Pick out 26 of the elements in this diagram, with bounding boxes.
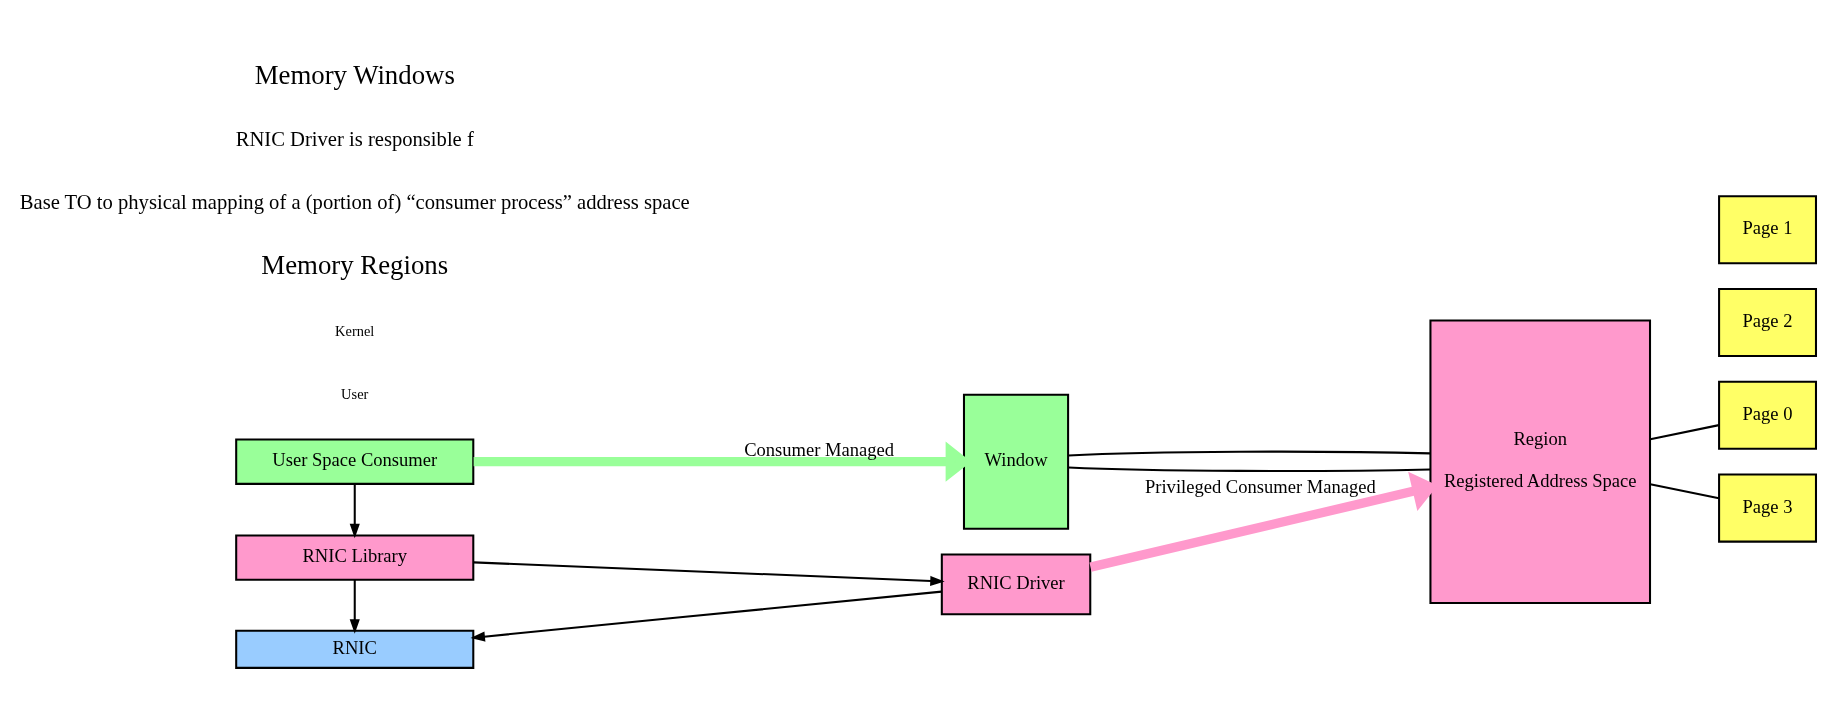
node-box: RNIC Library bbox=[235, 534, 475, 581]
connector bbox=[1068, 466, 1431, 472]
label: Memory Regions bbox=[261, 250, 449, 281]
connector bbox=[1650, 424, 1720, 441]
node-box: User Space Consumer bbox=[235, 438, 475, 485]
label: User bbox=[341, 385, 369, 402]
node-box: Page 0 bbox=[1718, 380, 1817, 450]
node-box: Page 2 bbox=[1718, 288, 1817, 358]
node-box: Page 1 bbox=[1718, 195, 1817, 265]
label: Base TO to physical mapping of a (portion of) “consumer process” address space bbox=[19, 191, 690, 214]
node-box: Page 3 bbox=[1718, 473, 1817, 543]
label: Memory Windows bbox=[254, 59, 455, 90]
arrow bbox=[473, 561, 945, 586]
edge-label: Privileged Consumer Managed bbox=[1144, 476, 1376, 498]
label: Kernel bbox=[335, 322, 375, 339]
arrow bbox=[349, 579, 360, 634]
label: RNIC Driver is responsible f bbox=[235, 128, 474, 151]
edge-label: Consumer Managed bbox=[744, 438, 895, 460]
node-box: RNIC Driver bbox=[940, 553, 1092, 616]
arrow bbox=[470, 590, 942, 642]
arrow bbox=[349, 484, 360, 539]
node-box: Region Registered Address Space bbox=[1429, 319, 1652, 604]
node-box: RNIC bbox=[235, 629, 475, 669]
connector bbox=[1650, 483, 1720, 500]
node-box: Window bbox=[962, 393, 1070, 530]
connector bbox=[1068, 450, 1431, 457]
